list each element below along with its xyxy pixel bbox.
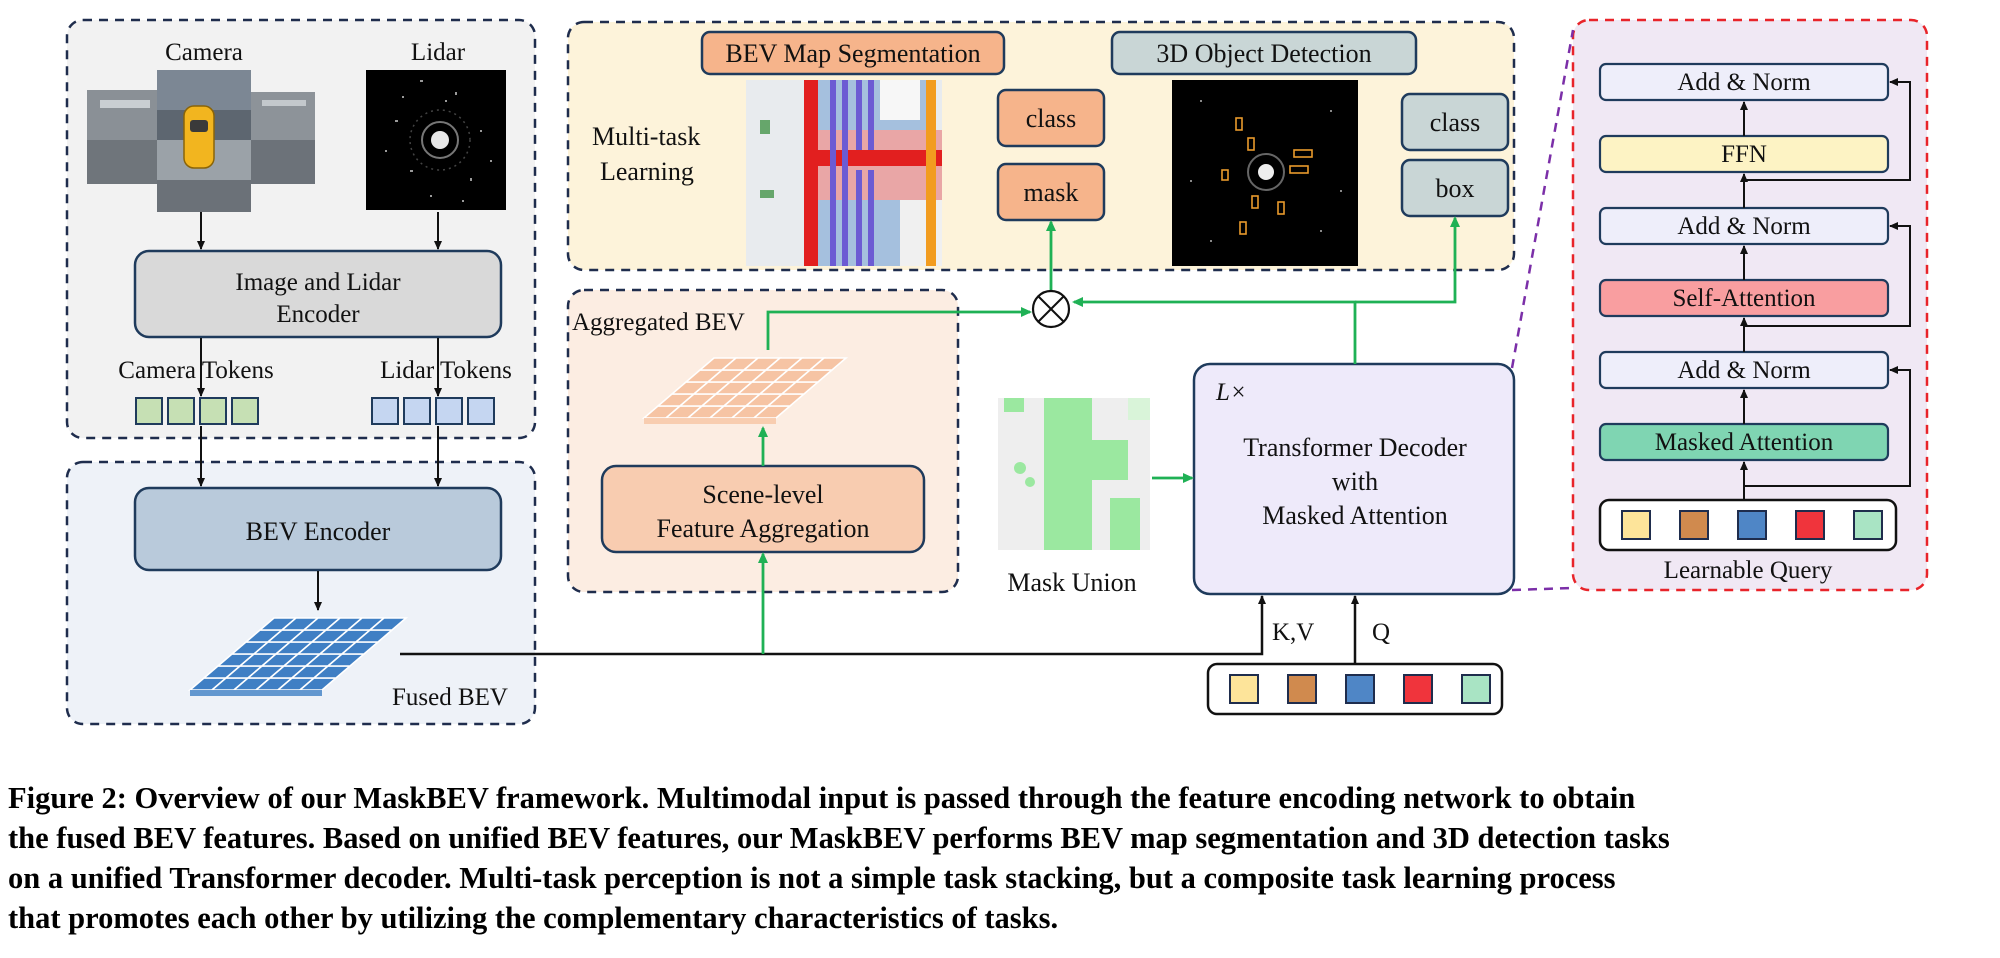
ego-car-icon [183, 105, 215, 169]
bev-map-segmentation-title-box [700, 30, 1006, 76]
learnable-queries [1621, 510, 1883, 540]
decoder-layer-label: Add & Norm [1677, 357, 1811, 384]
query-token [1229, 674, 1259, 704]
lidar-image [366, 70, 506, 210]
decoder-layer-label: Add & Norm [1677, 213, 1811, 240]
decoder-layer-box [1598, 62, 1890, 102]
kv-label: K,V [1272, 619, 1314, 646]
detail-connector-top [1510, 29, 1575, 369]
learnable-query-token [1853, 510, 1883, 540]
lidar-label: Lidar [411, 39, 466, 66]
query-token [1461, 674, 1491, 704]
decoder-layer-label: Add & Norm [1677, 69, 1811, 96]
lidar-token [403, 397, 431, 425]
det-box-head-label: box [1436, 174, 1475, 203]
fused-bev-grid [187, 617, 409, 696]
decoder-to-box-head-arrow [1355, 216, 1460, 304]
camera-token [199, 397, 227, 425]
query-token [1287, 674, 1317, 704]
detection-image [1172, 80, 1358, 266]
camera-token [231, 397, 259, 425]
decoder-layer-label: Masked Attention [1655, 429, 1834, 456]
detail-connector-bottom [1511, 586, 1574, 592]
lidar-token [435, 397, 463, 425]
camera-images [87, 70, 315, 212]
residual-arrow [1744, 222, 1911, 327]
lidar-token [467, 397, 495, 425]
decoder-label-line1: Transformer Decoder [1243, 433, 1467, 462]
green-flow [758, 216, 1460, 654]
lidar-tokens-label: Lidar Tokens [380, 357, 512, 384]
encoder-label-line2: Encoder [276, 301, 360, 328]
aggregated-bev-to-multiply-arrow [766, 307, 1032, 350]
caption-line: on a unified Transformer decoder. Multi-… [8, 861, 1616, 895]
query-token [1403, 674, 1433, 704]
decoder-label-line2: with [1332, 467, 1378, 496]
bev-map-segmentation-title: BEV Map Segmentation [725, 39, 980, 68]
multitask-label-line1: Multi-task [592, 122, 700, 151]
residual-arrow [1744, 78, 1911, 181]
aggregated-bev-grid [641, 357, 849, 424]
decoder-layer-label: Self-Attention [1672, 285, 1816, 312]
seg-class-head-box [996, 88, 1106, 148]
aggregated-bev-cell-edge [644, 418, 776, 424]
learnable-query-token [1621, 510, 1651, 540]
fused-bev-to-decoder-kv-line [400, 595, 1266, 656]
learnable-query-token [1679, 510, 1709, 540]
decoder-queries [1229, 674, 1491, 704]
decoder-to-multiply-arrow [1072, 297, 1357, 364]
camera-tokens [135, 397, 259, 425]
encoder-label-line1: Image and Lidar [235, 269, 401, 296]
decoder-residual-arrows [1740, 78, 1911, 500]
aggregated-bev-title: Aggregated BEV [572, 309, 745, 336]
3d-object-detection-title-box [1110, 30, 1418, 76]
det-class-head-box [1400, 92, 1510, 152]
mask-union-label: Mask Union [1007, 568, 1136, 597]
image-lidar-encoder-box [133, 249, 503, 339]
learnable-query-token [1795, 510, 1825, 540]
bev-encoder-label: BEV Encoder [246, 517, 391, 546]
aggregated-bev-cell [807, 357, 849, 371]
det-class-head-label: class [1430, 108, 1481, 137]
camera-token [167, 397, 195, 425]
multiply-operator-icon [1031, 289, 1071, 329]
query-token [1345, 674, 1375, 704]
fused-bev-cell [367, 617, 409, 631]
multitask-label-line2: Learning [600, 157, 694, 186]
figure-caption: Figure 2: Overview of our MaskBEV framew… [8, 778, 1993, 938]
residual-arrow [1744, 366, 1911, 487]
aggregation-label-line2: Feature Aggregation [657, 514, 870, 543]
seg-mask-head-label: mask [1024, 178, 1079, 207]
decoder-label-line3: Masked Attention [1262, 501, 1448, 530]
q-label: Q [1372, 619, 1390, 646]
decoder-repeat-label: L× [1215, 379, 1247, 406]
camera-tokens-label: Camera Tokens [118, 357, 273, 384]
learnable-query-label: Learnable Query [1664, 557, 1833, 584]
segmentation-map-image [746, 80, 942, 266]
fused-bev-label: Fused BEV [392, 684, 508, 711]
seg-class-head-label: class [1026, 104, 1077, 133]
camera-token [135, 397, 163, 425]
caption-line: the fused BEV features. Based on unified… [8, 821, 1670, 855]
3d-object-detection-title: 3D Object Detection [1156, 39, 1371, 68]
decoder-layer-label: FFN [1721, 141, 1767, 168]
caption-line: Figure 2: Overview of our MaskBEV framew… [8, 781, 1636, 815]
caption-line: that promotes each other by utilizing th… [8, 901, 1059, 935]
fused-bev-cell-edge [190, 690, 322, 696]
aggregation-label-line1: Scene-level [702, 480, 823, 509]
lidar-token [371, 397, 399, 425]
learnable-query-token [1737, 510, 1767, 540]
mask-union-image [998, 398, 1150, 550]
lidar-tokens [371, 397, 495, 425]
bev-encoder-box [133, 486, 503, 572]
camera-label: Camera [165, 39, 243, 66]
